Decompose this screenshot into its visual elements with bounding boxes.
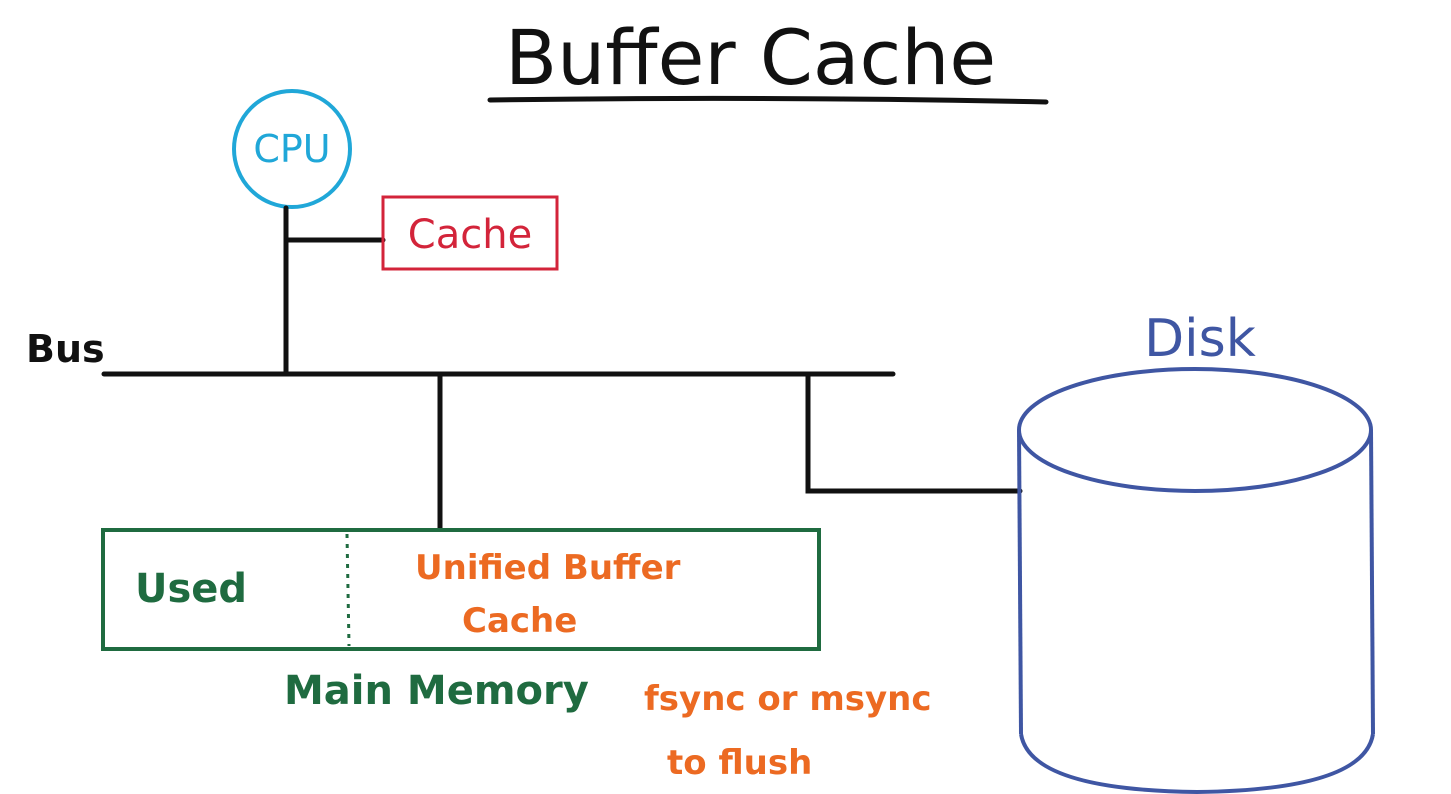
unified-buffer-cache-label: Cache (462, 601, 577, 641)
disk-node: Disk (1017, 309, 1375, 794)
main-memory-label: Main Memory (284, 668, 589, 714)
memory-divider (345, 533, 351, 647)
disk-bottom (1019, 733, 1375, 794)
unified-buffer-label: Unified Buffer (415, 548, 681, 588)
flush-note-line2: to flush (667, 743, 812, 783)
cache-box (381, 195, 559, 271)
cache-node: Cache (381, 195, 559, 271)
disk-left-side (1017, 429, 1023, 735)
main-memory-box (101, 528, 821, 651)
cpu-node: CPU (232, 89, 352, 209)
cpu-label: CPU (253, 127, 330, 171)
used-label: Used (135, 566, 247, 612)
cpu-circle (232, 89, 352, 209)
bus-disk-wire (805, 371, 1023, 494)
flush-note-line1: fsync or msync (644, 679, 932, 719)
title: Buffer Cache (505, 13, 996, 102)
disk-label: Disk (1144, 309, 1256, 369)
title-underline (487, 95, 1049, 105)
main-memory: Used Unified Buffer Cache Main Memory (101, 528, 821, 714)
disk-right-side (1369, 429, 1375, 735)
flush-note: fsync or msync to flush (644, 679, 932, 783)
disk-top (1017, 367, 1373, 493)
bus-label: Bus (26, 327, 105, 371)
cache-label: Cache (408, 212, 532, 258)
